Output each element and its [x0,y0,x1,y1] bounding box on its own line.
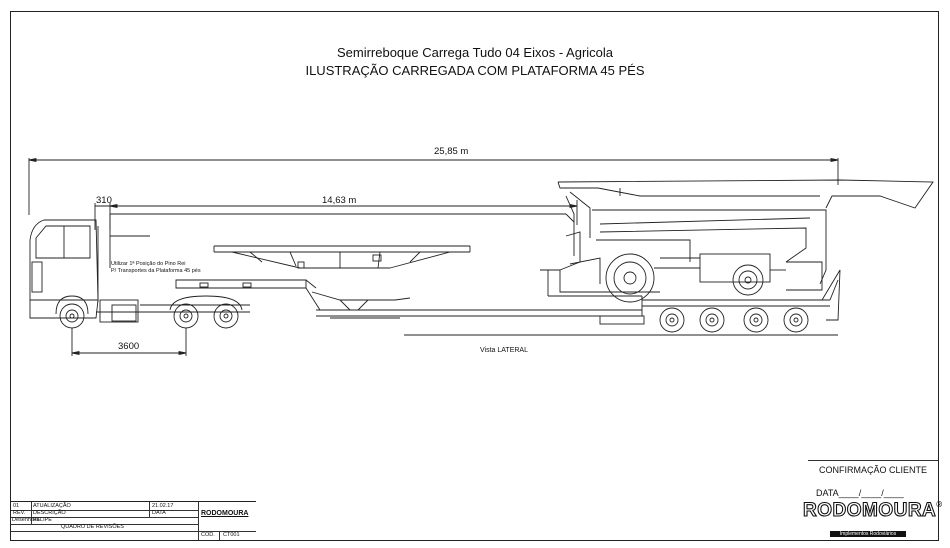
cod-value: CT001 [223,532,240,538]
brand-tagline: Implementos Rodoviários [829,531,907,537]
drawing-title: Semirreboque Carrega Tudo 04 Eixos - Agr… [336,45,614,60]
wheelbase-dimension [71,328,187,356]
drawing-frame [10,11,939,541]
confirmation-label: CONFIRMAÇÃO CLIENTE [818,465,927,475]
loose-platform [213,245,471,269]
drawn-by: FELIPE [33,517,52,523]
combine-harvester [540,179,934,303]
rev-date: 21.02.17 [152,503,174,509]
platform-length-label: 14,63 m [322,195,357,206]
overall-dimension [28,157,839,215]
rev-desc: ATUALIZAÇÃO [33,503,71,509]
front-offset-label: 310 [96,195,112,206]
truck-cab [29,219,250,323]
revision-table: 01 ATUALIZAÇÃO 21.02.17 REV. DESCRIÇÃO D… [11,501,256,540]
drawing-subtitle: ILUSTRAÇÃO CARREGADA COM PLATAFORMA 45 P… [305,63,645,78]
client-confirmation: CONFIRMAÇÃO CLIENTE DATA____/____/____ [808,460,938,498]
kingpin-note-line2: P/ Transportes da Plataforma 45 pés [111,267,201,274]
brand-name: RODOMOURA [802,499,937,521]
platform-dimension [94,200,578,230]
rev-date-header: DATA [152,510,166,516]
kingpin-note-line1: Utilizar 1ª Posição do Pino Rei [111,261,186,267]
wheelbase-label: 3600 [118,341,140,352]
trailer-wheels [652,305,816,333]
rev-num-header: REV. [13,510,26,516]
rev-num: 01 [13,503,20,509]
small-logo: RODOMOURA [201,510,249,517]
overall-length-label: 25,85 m [434,146,469,157]
platform-box [109,213,575,268]
brand-logo: RODOMOURA® Implementos Rodoviários [802,499,942,540]
trailer-frame [175,279,838,336]
revision-board-label: QUADRO DE REVISÕES [61,524,124,530]
kingpin-note: Utilizar 1ª Posição do Pino Rei P/ Trans… [111,261,201,274]
rev-desc-header: DESCRIÇÃO [33,510,66,516]
rear-ramps [821,269,841,321]
drawn-by-label: Desenhista [12,517,40,523]
confirmation-date: DATA____/____/____ [816,488,904,498]
cod-label: COD. [201,532,215,538]
registered-mark: ® [936,500,943,509]
view-label: Vista LATERAL [480,347,528,354]
